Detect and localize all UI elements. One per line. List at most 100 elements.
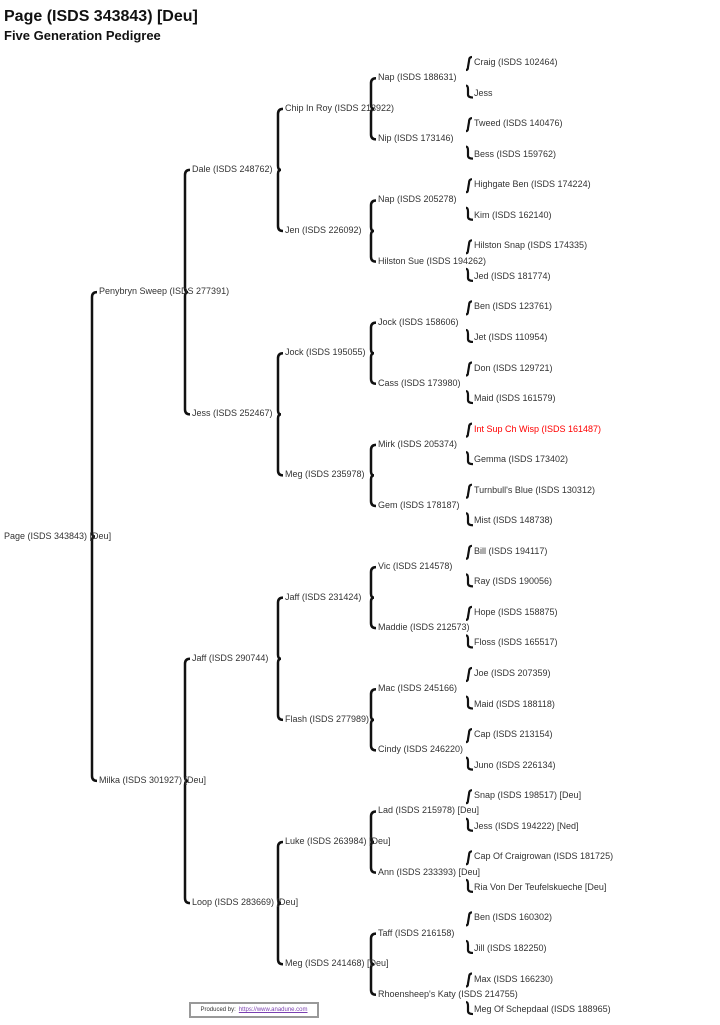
- bracket: [465, 756, 474, 771]
- dog-gen3: Meg (ISDS 235978): [285, 469, 365, 480]
- bracket: [465, 361, 473, 377]
- dog-gen4: Mirk (ISDS 205374): [378, 438, 458, 449]
- bracket: [465, 328, 474, 344]
- bracket: [276, 596, 284, 722]
- bracket: [465, 178, 473, 194]
- bracket: [465, 483, 473, 499]
- dog-gen4: Taff (ISDS 216158): [378, 927, 455, 938]
- dog-gen3: Jen (ISDS 226092): [285, 225, 362, 236]
- bracket: [369, 565, 377, 630]
- dog-gen3: Jock (ISDS 195055): [285, 347, 366, 358]
- dog-gen5: Tweed (ISDS 140476): [474, 118, 563, 129]
- dog-gen5: Ray (ISDS 190056): [474, 576, 553, 587]
- bracket: [369, 810, 377, 874]
- dog-gen5: Maid (ISDS 188118): [474, 698, 555, 709]
- dog-gen4: Rhoensheep's Katy (ISDS 214755): [378, 988, 518, 999]
- bracket: [465, 300, 473, 316]
- dog-gen5: Highgate Ben (ISDS 174224): [474, 179, 591, 190]
- dog-gen5: Ria Von Der Teufelskueche [Deu]: [474, 881, 607, 892]
- dog-gen5: Jet (ISDS 110954): [474, 331, 548, 342]
- dog-gen4: Ann (ISDS 233393) [Deu]: [378, 866, 481, 877]
- dog-gen5: Meg Of Schepdaal (ISDS 188965): [474, 1004, 611, 1015]
- dog-gen5: Jess: [474, 87, 493, 98]
- dog-gen4: Cindy (ISDS 246220): [378, 744, 464, 755]
- bracket: [465, 605, 473, 621]
- dog-gen0: Page (ISDS 343843) [Deu]: [4, 530, 112, 541]
- dog-gen2: Jess (ISDS 252467): [192, 408, 273, 419]
- dog-gen4: Nap (ISDS 205278): [378, 194, 457, 205]
- dog-gen1: Milka (ISDS 301927) [Deu]: [99, 774, 207, 785]
- footer-credit: Produced by:https://www.anadune.com: [189, 1002, 319, 1018]
- dog-gen4: Nap (ISDS 188631): [378, 72, 457, 83]
- bracket: [465, 939, 474, 955]
- dog-gen5: Ben (ISDS 123761): [474, 301, 553, 312]
- dog-gen3: Luke (ISDS 263984) [Deu]: [285, 836, 391, 847]
- bracket: [183, 168, 191, 416]
- dog-gen2: Loop (ISDS 283669) [Deu]: [192, 897, 299, 908]
- dog-gen5: Cap (ISDS 213154): [474, 729, 553, 740]
- bracket: [369, 77, 377, 141]
- dog-gen4: Nip (ISDS 173146): [378, 133, 454, 144]
- bracket: [465, 239, 473, 255]
- dog-gen3: Jaff (ISDS 231424): [285, 591, 362, 602]
- dog-gen4: Lad (ISDS 215978) [Deu]: [378, 805, 480, 816]
- dog-gen5: Cap Of Craigrowan (ISDS 181725): [474, 851, 614, 862]
- bracket: [465, 911, 473, 927]
- dog-gen3: Meg (ISDS 241468) [Deu]: [285, 958, 389, 969]
- bracket: [276, 840, 284, 966]
- dog-gen5: Hilston Snap (ISDS 174335): [474, 240, 588, 251]
- dog-gen5: Joe (ISDS 207359): [474, 668, 551, 678]
- bracket: [183, 657, 191, 905]
- bracket: [465, 451, 474, 466]
- page-subtitle: Five Generation Pedigree: [4, 28, 161, 43]
- dog-gen5: Bill (ISDS 194117): [474, 545, 548, 556]
- bracket: [465, 728, 473, 744]
- bracket: [465, 695, 474, 710]
- bracket: [465, 634, 474, 649]
- dog-gen4: Vic (ISDS 214578): [378, 561, 453, 572]
- dog-gen5: Jess (ISDS 194222) [Ned]: [474, 820, 579, 831]
- bracket: [465, 850, 473, 866]
- bracket: [465, 422, 473, 438]
- footer-label: Produced by:: [200, 1007, 236, 1013]
- dog-gen5: Gemma (ISDS 173402): [474, 454, 569, 465]
- bracket: [465, 544, 473, 560]
- bracket: [465, 666, 473, 683]
- dog-gen4: Mac (ISDS 245166): [378, 683, 458, 694]
- bracket: [465, 55, 473, 72]
- dog-gen5: Kim (ISDS 162140): [474, 209, 552, 220]
- bracket: [465, 206, 474, 221]
- bracket: [465, 389, 474, 405]
- dog-gen5: Turnbull's Blue (ISDS 130312): [474, 484, 595, 495]
- bracket: [465, 972, 473, 988]
- dog-gen5: Floss (ISDS 165517): [474, 637, 558, 648]
- bracket: [369, 443, 377, 508]
- dog-gen5: Bess (ISDS 159762): [474, 148, 557, 159]
- dog-gen4: Gem (ISDS 178187): [378, 499, 460, 510]
- footer-link[interactable]: https://www.anadune.com: [238, 1007, 308, 1013]
- dog-gen4: Cass (ISDS 173980): [378, 377, 461, 388]
- dog-gen5: Jed (ISDS 181774): [474, 270, 551, 281]
- dog-gen5: Don (ISDS 129721): [474, 362, 553, 373]
- bracket: [465, 117, 473, 133]
- dog-gen5: Ben (ISDS 160302): [474, 912, 553, 923]
- dog-gen5: Mist (ISDS 148738): [474, 515, 553, 526]
- dog-gen4: Hilston Sue (ISDS 194262): [378, 255, 487, 266]
- dog-gen1: Penybryn Sweep (ISDS 277391): [99, 286, 230, 297]
- bracket: [276, 351, 284, 477]
- bracket: [276, 107, 284, 233]
- bracket: [465, 817, 474, 832]
- bracket: [465, 789, 473, 805]
- dog-gen5: Juno (ISDS 226134): [474, 759, 556, 770]
- bracket: [465, 512, 474, 527]
- dog-gen5: Maid (ISDS 161579): [474, 393, 556, 404]
- bracket: [465, 1000, 474, 1016]
- bracket: [465, 573, 474, 588]
- bracket: [465, 84, 474, 99]
- dog-gen5: Jill (ISDS 182250): [474, 942, 547, 953]
- dog-gen5: Craig (ISDS 102464): [474, 57, 558, 67]
- dog-gen5: Snap (ISDS 198517) [Deu]: [474, 790, 582, 801]
- bracket: [465, 145, 474, 160]
- dog-gen3: Chip In Roy (ISDS 213922): [285, 102, 395, 113]
